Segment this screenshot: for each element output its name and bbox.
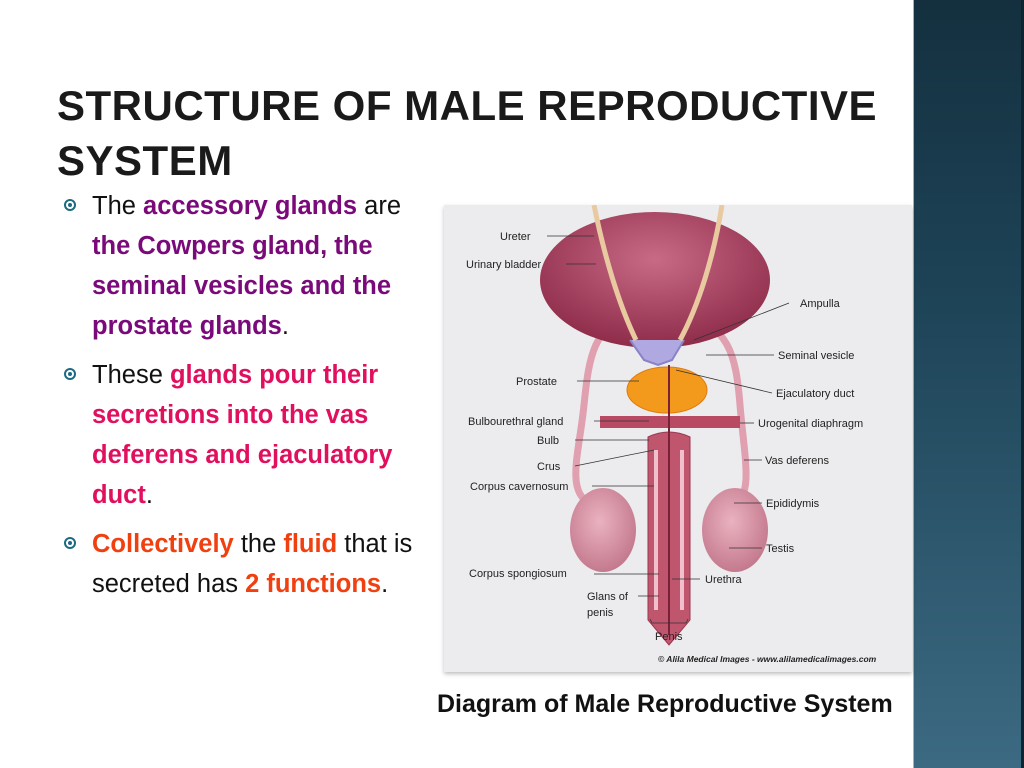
bullet-text-segment: the <box>233 530 284 558</box>
label-corpus-spongiosum: Corpus spongiosum <box>469 568 567 580</box>
bullet-item: These glands pour their secretions into … <box>62 355 414 515</box>
label-crus: Crus <box>537 461 561 473</box>
copyright-notice: © Alila Medical Images - www.alilamedica… <box>658 654 877 664</box>
label-urinary-bladder: Urinary bladder <box>466 259 542 271</box>
label-testis: Testis <box>766 543 795 555</box>
label-bulbourethral-gland: Bulbourethral gland <box>468 416 563 428</box>
decorative-sidebar <box>913 0 1024 768</box>
label-ejaculatory-duct: Ejaculatory duct <box>776 388 854 400</box>
label-urethra: Urethra <box>705 574 743 586</box>
label-vas-deferens: Vas deferens <box>765 455 830 467</box>
bullet-text-segment: that is secreted has <box>92 530 413 598</box>
bullet-text-segment: The <box>92 192 144 220</box>
bullet-icon <box>64 368 76 380</box>
diagram-caption: Diagram of Male Reproductive System <box>437 690 893 718</box>
bullet-text-segment: are <box>357 192 402 220</box>
male-reproductive-diagram: Ureter Urinary bladder Ampulla Seminal v… <box>444 205 912 672</box>
label-glans-of-penis-2: penis <box>587 607 614 619</box>
bullet-text-segment: glands pour their secretions into the va… <box>92 361 393 509</box>
bullet-item: The accessory glands are the Cowpers gla… <box>62 186 414 346</box>
label-urogenital-diaphragm: Urogenital diaphragm <box>758 418 863 430</box>
bullet-icon <box>64 199 76 211</box>
bullet-text-segment: Collectively <box>92 530 234 558</box>
bullet-text-segment: fluid <box>283 530 338 558</box>
label-corpus-cavernosum: Corpus cavernosum <box>470 481 568 493</box>
label-glans-of-penis: Glans of <box>587 591 629 603</box>
label-prostate: Prostate <box>516 376 557 388</box>
label-ampulla: Ampulla <box>800 298 841 310</box>
diagram-labels: Ureter Urinary bladder Ampulla Seminal v… <box>466 231 877 664</box>
bullet-list: The accessory glands are the Cowpers gla… <box>62 186 414 613</box>
label-epididymis: Epididymis <box>766 498 820 510</box>
label-seminal-vesicle: Seminal vesicle <box>778 350 854 362</box>
bullet-icon <box>64 537 76 549</box>
bullet-text-segment: . <box>281 312 289 340</box>
slide-title: Structure of Male Reproductive System <box>57 82 878 185</box>
bullet-text-segment: 2 functions <box>245 570 382 598</box>
bullet-text-segment: . <box>381 570 389 598</box>
bullet-text-segment: These <box>92 361 170 389</box>
label-bulb: Bulb <box>537 435 559 447</box>
bullet-text-segment: . <box>145 481 153 509</box>
leader-lines <box>547 235 790 624</box>
anatomy-illustration <box>540 205 770 646</box>
bullet-text-segment: accessory glands <box>143 192 358 220</box>
label-penis: Penis <box>655 631 683 643</box>
bullet-text-segment: the Cowpers gland, the seminal vesicles … <box>92 232 392 340</box>
bullet-item: Collectively the fluid that is secreted … <box>62 524 414 604</box>
label-ureter: Ureter <box>500 231 531 243</box>
